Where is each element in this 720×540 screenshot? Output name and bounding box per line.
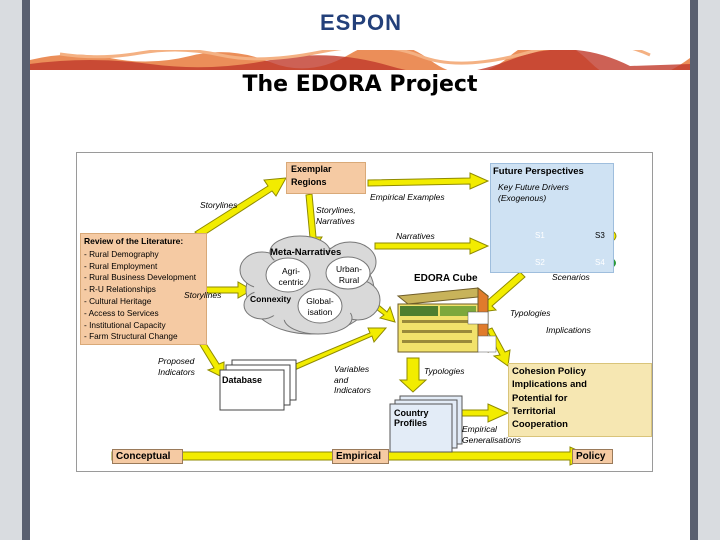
- meta-narratives-cloud: [239, 235, 381, 335]
- policy-box: Policy: [572, 449, 613, 464]
- literature-item: - Institutional Capacity: [84, 319, 166, 330]
- scenario-s2-label: S2: [535, 258, 545, 267]
- empirical-box: Empirical: [332, 449, 389, 464]
- cohesion-line: Implications and: [512, 379, 587, 391]
- arrow-generalisations: [461, 403, 510, 423]
- cohesion-line: Territorial: [512, 405, 556, 417]
- empirical-generalisations-label: Empirical Generalisations: [462, 424, 522, 445]
- literature-item: - Cultural Heritage: [84, 295, 152, 306]
- arrow-storylines-top: [194, 177, 287, 238]
- right-frame-stripe: [690, 0, 698, 540]
- literature-item: - Rural Demography: [84, 248, 159, 259]
- literature-item: - Rural Business Development: [84, 272, 197, 283]
- arrow-variables-indicators: [285, 327, 388, 373]
- arrow-typologies-mid: [398, 357, 428, 393]
- literature-item: - Rural Employment: [84, 260, 158, 271]
- future-perspectives-title: Future Perspectives: [493, 166, 584, 177]
- narratives-label: Narratives: [396, 231, 435, 241]
- future-perspectives-box: [490, 163, 614, 273]
- edora-cube: [396, 286, 497, 354]
- empirical-examples-label: Empirical Examples: [370, 192, 445, 202]
- page-title: The EDORA Project: [242, 72, 478, 97]
- literature-review-box: Review of the Literature: - Rural Demogr…: [80, 233, 207, 345]
- database-stack: [219, 359, 297, 411]
- arrow-narratives: [374, 237, 490, 255]
- scenario-s3-label: S3: [595, 231, 605, 240]
- espon-logo-text: ESPON: [320, 10, 403, 35]
- literature-item: - Farm Structural Change: [84, 331, 178, 342]
- connexity-label: Connexity: [250, 294, 292, 304]
- typologies-right-label: Typologies: [510, 308, 551, 318]
- key-future-drivers-label: Key Future Drivers (Exogenous): [498, 182, 569, 203]
- literature-review-title: Review of the Literature:: [84, 236, 184, 246]
- edora-cube-label: EDORA Cube: [414, 273, 478, 284]
- scenario-s4-label: S4: [595, 258, 605, 267]
- left-frame-stripe: [22, 0, 30, 540]
- storylines-top-label: Storylines: [200, 200, 238, 210]
- country-profiles-label: Country Profiles: [394, 408, 429, 428]
- globalisation-label: Global-isation: [306, 296, 334, 317]
- proposed-indicators-label: Proposed Indicators: [158, 356, 195, 377]
- cohesion-policy-box: [508, 363, 652, 437]
- scenario-s1-label: S1: [535, 231, 545, 240]
- conceptual-box: Conceptual: [112, 449, 183, 464]
- variables-indicators-label: Variables and Indicators: [334, 364, 371, 396]
- cohesion-line: Potential for: [512, 392, 568, 404]
- typologies-mid-label: Typologies: [424, 366, 465, 376]
- meta-narratives-label: Meta-Narratives: [270, 247, 342, 258]
- cohesion-policy-text: Cohesion Policy Implications and Potenti…: [512, 365, 587, 431]
- storylines-left-label: Storylines: [184, 290, 222, 300]
- country-profiles-stack: [389, 395, 463, 453]
- literature-item: - Access to Services: [84, 307, 159, 318]
- literature-item: - R-U Relationships: [84, 284, 156, 295]
- agri-centric-label: Agri-centric: [278, 266, 304, 287]
- scenarios-label: Scenarios: [552, 272, 590, 282]
- urban-rural-label: Urban-Rural: [336, 264, 362, 285]
- database-label: Database: [222, 375, 263, 385]
- espon-logo: ESPON: [320, 10, 403, 36]
- exemplar-regions-box: Exemplar Regions: [286, 162, 366, 194]
- implications-label: Implications: [546, 325, 591, 335]
- map-banner: [30, 50, 690, 70]
- exemplar-regions-label: Exemplar Regions: [291, 164, 332, 187]
- storylines-narratives-label: Storylines, Narratives: [316, 205, 356, 226]
- arrow-empirical-examples: [367, 172, 490, 190]
- cohesion-line: Cohesion Policy: [512, 366, 586, 377]
- cohesion-line: Cooperation: [512, 419, 568, 431]
- arrow-storylines-left: [204, 281, 254, 299]
